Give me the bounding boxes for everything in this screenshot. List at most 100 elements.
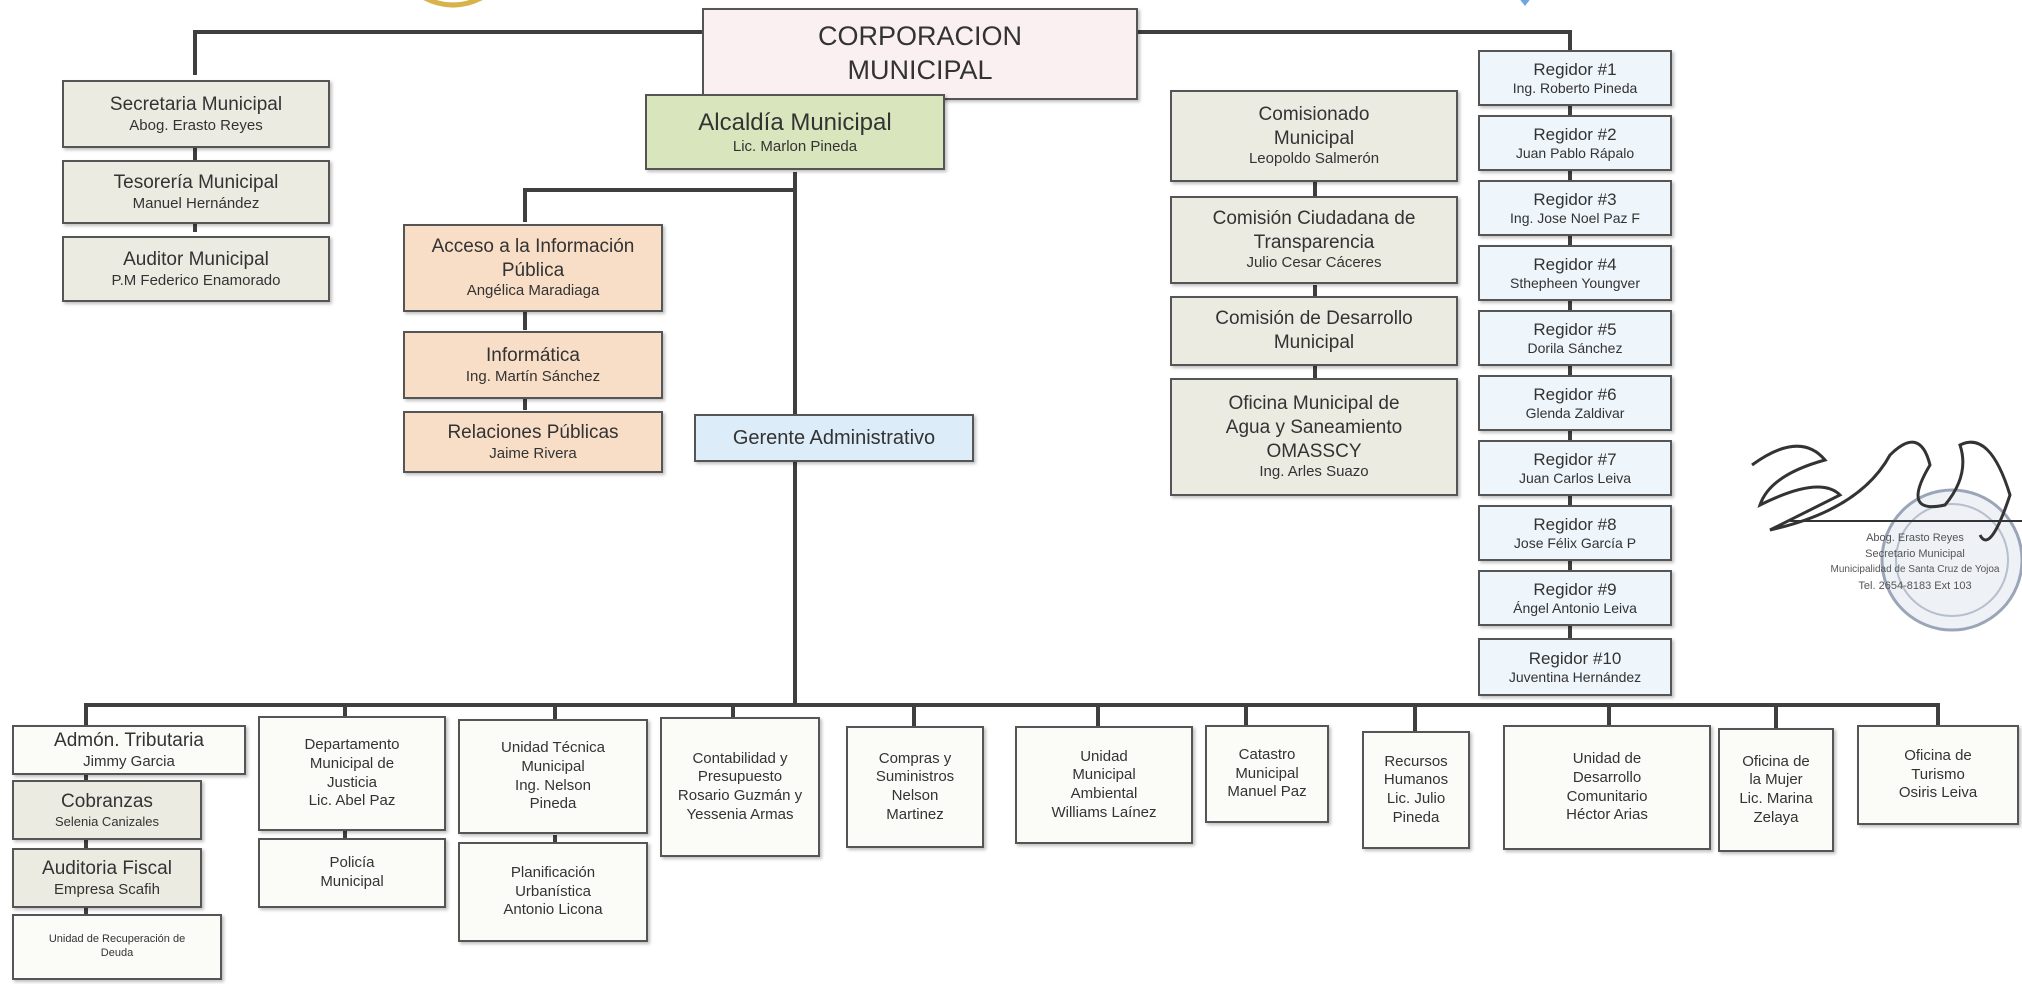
signature-line-2: Secretario Municipal bbox=[1865, 548, 1965, 560]
box-title: Secretaria Municipal bbox=[109, 93, 283, 115]
dept-box-recuperacion: Unidad de Recuperación de Deuda bbox=[12, 914, 222, 980]
box-title: Recursos Humanos bbox=[1383, 752, 1449, 789]
dept-box: Catastro Municipal Manuel Paz bbox=[1205, 725, 1329, 823]
gerente-title: Gerente Administrativo bbox=[732, 426, 936, 449]
dept-box-planificacion: Planificación Urbanística Antonio Licona bbox=[458, 842, 648, 942]
commission-box-transparencia: Comisión Ciudadana de Transparencia Juli… bbox=[1170, 196, 1458, 284]
regidor-name: Sthepheen Youngver bbox=[1509, 274, 1640, 291]
commission-box-omasscy: Oficina Municipal de Agua y Saneamiento … bbox=[1170, 378, 1458, 496]
box-name: Leopoldo Salmerón bbox=[1248, 150, 1380, 168]
commission-box-comisionado: Comisionado Municipal Leopoldo Salmerón bbox=[1170, 90, 1458, 182]
regidor-box: Regidor #2 Juan Pablo Rápalo bbox=[1478, 115, 1672, 171]
box-name: Lic. Marina Zelaya bbox=[1739, 790, 1813, 826]
box-name: Selenia Canizales bbox=[54, 813, 160, 829]
box-name: Abog. Erasto Reyes bbox=[129, 116, 263, 134]
signature-line-1: Abog. Erasto Reyes bbox=[1866, 532, 1964, 544]
commission-box-desarrollo: Comisión de Desarrollo Municipal bbox=[1170, 296, 1458, 366]
regidor-box: Regidor #3 Ing. Jose Noel Paz F bbox=[1478, 180, 1672, 236]
left-box-tesoreria: Tesorería Municipal Manuel Hernández bbox=[62, 160, 330, 224]
dept-box: Contabilidad y Presupuesto Rosario Guzmá… bbox=[660, 717, 820, 857]
dept-box: Unidad Municipal Ambiental Williams Laín… bbox=[1015, 726, 1193, 844]
box-title: Policía Municipal bbox=[320, 854, 384, 890]
box-title: Compras y Suministros bbox=[875, 749, 955, 786]
box-title: Unidad Técnica Municipal bbox=[501, 739, 605, 775]
signature-text: Abog. Erasto Reyes Secretario Municipal … bbox=[1795, 530, 2022, 594]
regidor-title: Regidor #1 bbox=[1533, 59, 1617, 79]
dept-box: Oficina de Turismo Osiris Leiva bbox=[1857, 725, 2019, 825]
box-title: Oficina Municipal de Agua y Saneamiento … bbox=[1225, 393, 1403, 462]
dept-box: Departamento Municipal de Justicia Lic. … bbox=[258, 716, 446, 831]
box-title: Acceso a la Información Pública bbox=[431, 235, 635, 281]
signature-line-3: Municipalidad de Santa Cruz de Yojoa bbox=[1830, 564, 2000, 575]
box-name: Angélica Maradiaga bbox=[466, 282, 600, 300]
box-name: Héctor Arias bbox=[1566, 806, 1648, 824]
box-title: Unidad Municipal Ambiental bbox=[1070, 747, 1138, 803]
box-title: Oficina de la Mujer bbox=[1742, 752, 1810, 789]
regidor-name: Ing. Jose Noel Paz F bbox=[1510, 209, 1640, 226]
dept-box: Compras y Suministros Nelson Martinez bbox=[846, 726, 984, 848]
municipal-emblem-icon bbox=[423, 0, 483, 8]
dept-box: Recursos Humanos Lic. Julio Pineda bbox=[1362, 731, 1470, 849]
box-title: Unidad de Desarrollo Comunitario bbox=[1566, 750, 1648, 805]
dept-box-cobranzas: Cobranzas Selenia Canizales bbox=[12, 780, 202, 840]
box-title: Oficina de Turismo bbox=[1904, 746, 1972, 783]
regidor-box: Regidor #10 Juventina Hernández bbox=[1478, 638, 1672, 696]
box-name: P.M Federico Enamorado bbox=[111, 271, 281, 289]
box-title: Contabilidad y Presupuesto bbox=[692, 749, 788, 786]
regidor-box: Regidor #1 Ing. Roberto Pineda bbox=[1478, 50, 1672, 106]
regidor-name: Ing. Roberto Pineda bbox=[1512, 79, 1638, 96]
dept-box-auditoria: Auditoria Fiscal Empresa Scafih bbox=[12, 848, 202, 908]
corporacion-municipal-box: CORPORACION MUNICIPAL bbox=[702, 8, 1138, 100]
left-box-auditor: Auditor Municipal P.M Federico Enamorado bbox=[62, 236, 330, 302]
regidor-box: Regidor #7 Juan Carlos Leiva bbox=[1478, 440, 1672, 496]
regidor-title: Regidor #9 bbox=[1533, 579, 1617, 599]
box-name: Nelson Martinez bbox=[886, 787, 944, 823]
dept-box-policia: Policía Municipal bbox=[258, 838, 446, 908]
regidor-box: Regidor #5 Dorila Sánchez bbox=[1478, 310, 1672, 366]
left-box-secretaria: Secretaria Municipal Abog. Erasto Reyes bbox=[62, 80, 330, 148]
box-title: Departamento Municipal de Justicia bbox=[304, 736, 400, 791]
box-title: Comisión de Desarrollo Municipal bbox=[1215, 308, 1413, 353]
box-title: Tesorería Municipal bbox=[113, 171, 279, 193]
box-name: Ing. Martín Sánchez bbox=[465, 367, 601, 385]
signature-seal-icon bbox=[1751, 440, 2022, 632]
regidor-name: Jose Félix García P bbox=[1513, 534, 1637, 551]
box-name: Julio Cesar Cáceres bbox=[1246, 254, 1382, 272]
box-name: Lic. Julio Pineda bbox=[1386, 790, 1446, 826]
box-title: Cobranzas bbox=[61, 791, 153, 812]
alcaldia-name: Lic. Marlon Pineda bbox=[732, 137, 858, 155]
regidor-name: Juan Pablo Rápalo bbox=[1515, 144, 1635, 161]
box-title: Unidad de Recuperación de Deuda bbox=[48, 933, 186, 959]
regidor-name: Glenda Zaldivar bbox=[1525, 404, 1625, 421]
box-name: Antonio Licona bbox=[503, 901, 603, 919]
box-title: Relaciones Públicas bbox=[447, 421, 619, 443]
box-name: Jaime Rivera bbox=[489, 444, 577, 462]
regidor-name: Ángel Antonio Leiva bbox=[1513, 599, 1637, 616]
regidor-title: Regidor #10 bbox=[1528, 648, 1622, 668]
regidor-box: Regidor #9 Ángel Antonio Leiva bbox=[1478, 570, 1672, 626]
regidor-title: Regidor #6 bbox=[1533, 384, 1617, 404]
box-title: Catastro Municipal bbox=[1235, 745, 1299, 782]
regidor-title: Regidor #7 bbox=[1533, 449, 1617, 469]
corporacion-title: CORPORACION MUNICIPAL bbox=[817, 21, 1023, 85]
box-name: Rosario Guzmán y Yessenia Armas bbox=[677, 787, 803, 823]
box-title: Comisión Ciudadana de Transparencia bbox=[1212, 207, 1416, 253]
regidor-box: Regidor #8 Jose Félix García P bbox=[1478, 505, 1672, 561]
box-title: Admón. Tributaria bbox=[54, 729, 204, 751]
alcaldia-box: Alcaldía Municipal Lic. Marlon Pineda bbox=[645, 94, 945, 170]
orange-box-acceso: Acceso a la Información Pública Angélica… bbox=[403, 224, 663, 312]
box-title: Planificación Urbanística bbox=[510, 863, 596, 900]
box-name: Lic. Abel Paz bbox=[308, 792, 396, 810]
regidor-name: Juventina Hernández bbox=[1508, 668, 1642, 685]
box-title: Auditor Municipal bbox=[123, 248, 269, 270]
regidor-title: Regidor #2 bbox=[1533, 124, 1617, 144]
box-name: Ing. Nelson Pineda bbox=[515, 776, 591, 813]
box-name: Manuel Paz bbox=[1227, 783, 1307, 801]
dept-box: Oficina de la Mujer Lic. Marina Zelaya bbox=[1718, 728, 1834, 852]
gerente-box: Gerente Administrativo bbox=[694, 414, 974, 462]
box-name: Manuel Hernández bbox=[132, 194, 260, 212]
box-name: Empresa Scafih bbox=[54, 880, 160, 898]
orange-box-relaciones: Relaciones Públicas Jaime Rivera bbox=[403, 411, 663, 473]
flag-marker-icon bbox=[1520, 0, 1530, 6]
dept-box: Unidad de Desarrollo Comunitario Héctor … bbox=[1503, 725, 1711, 850]
